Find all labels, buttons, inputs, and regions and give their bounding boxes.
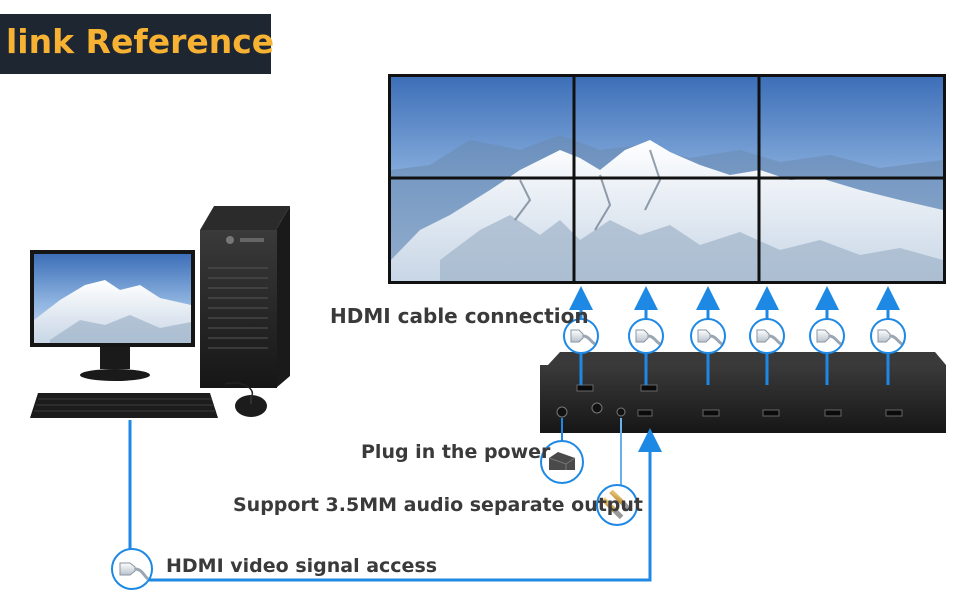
audio-output-label: Support 3.5MM audio separate output (233, 494, 644, 516)
hdmi-input-connector-icon (111, 548, 153, 590)
plug-power-label: Plug in the power (361, 441, 551, 463)
page-title: link Reference (6, 22, 275, 61)
title-banner: link Reference (0, 14, 275, 74)
monitor-icon (30, 250, 195, 381)
audio-jack-icon (596, 484, 638, 526)
video-wall-icon (388, 74, 946, 284)
hdmi-controller-icon (540, 352, 946, 433)
hdmi-cable-connection-label: HDMI cable connection (330, 304, 589, 328)
keyboard-icon (30, 393, 218, 418)
hdmi-input-label: HDMI video signal access (166, 555, 438, 577)
hdmi-connector-icon (563, 318, 906, 354)
power-adapter-icon (540, 440, 584, 484)
computer-tower-icon (200, 206, 290, 388)
mouse-icon (224, 382, 267, 417)
hdmi-input-cable (128, 420, 662, 582)
